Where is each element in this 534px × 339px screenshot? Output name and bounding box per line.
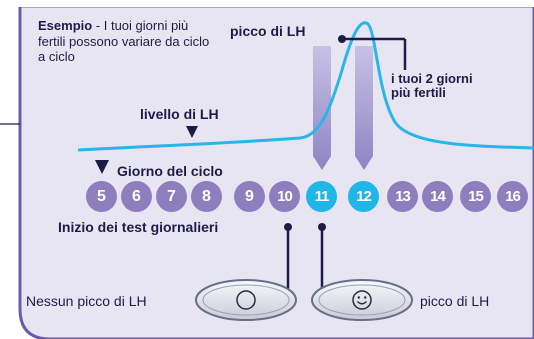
cycle-day-9: 9 <box>234 181 265 212</box>
fertile-bar-day-11 <box>313 46 331 170</box>
test-window-no-peak <box>195 279 297 321</box>
lh-curve <box>77 21 534 152</box>
fertile-days-label-line1: i tuoi 2 giorni <box>391 71 473 86</box>
lh-level-arrow <box>186 126 198 138</box>
lh-peak-label: picco di LH <box>230 23 306 39</box>
cycle-day-15: 15 <box>460 181 491 212</box>
example-note-bold: Esempio <box>38 18 93 33</box>
test-window-peak <box>311 279 413 321</box>
cycle-day-7: 7 <box>156 181 187 212</box>
cycle-day-6: 6 <box>121 181 152 212</box>
lh-level-label: livello di LH <box>140 106 219 122</box>
cycle-day-14: 14 <box>422 181 453 212</box>
cycle-day-arrow <box>95 160 109 174</box>
fertile-bar-day-12 <box>355 46 373 170</box>
example-note: Esempio - I tuoi giorni più fertili poss… <box>38 18 213 65</box>
peak-result-label: picco di LH <box>420 293 490 309</box>
example-note-text: - I tuoi giorni più fertili possono vari… <box>38 18 210 64</box>
circle-icon <box>236 290 256 310</box>
cycle-day-13: 13 <box>387 181 418 212</box>
cycle-day-11: 11 <box>306 181 337 212</box>
cycle-day-10: 10 <box>269 181 300 212</box>
smiley-icon <box>352 290 372 310</box>
no-peak-label: Nessun picco di LH <box>26 293 147 309</box>
cycle-day-5: 5 <box>86 181 117 212</box>
cycle-day-label: Giorno del ciclo <box>117 163 223 179</box>
fertile-days-label-line2: più fertili <box>391 85 446 100</box>
cycle-day-16: 16 <box>497 181 528 212</box>
cycle-day-12: 12 <box>348 181 379 212</box>
daily-tests-start-label: Inizio dei test giornalieri <box>58 219 219 235</box>
cycle-day-8: 8 <box>191 181 222 212</box>
